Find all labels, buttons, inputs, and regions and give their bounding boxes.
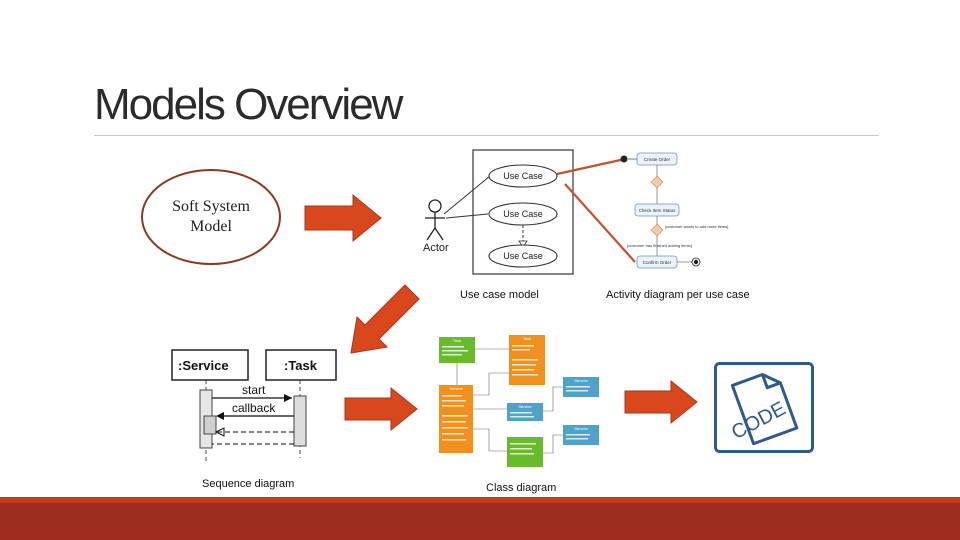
svg-text:Service: Service	[449, 386, 463, 391]
class-diagram: Task Task Service Service Service Servic…	[439, 335, 599, 467]
svg-text:Task: Task	[523, 336, 531, 341]
use-case-label: Use Case	[503, 251, 543, 261]
use-case-caption: Use case model	[460, 289, 539, 301]
svg-text:[customer has finished adding: [customer has finished adding items]	[627, 243, 692, 248]
svg-text:Confirm Order: Confirm Order	[643, 260, 672, 265]
message-start-label: start	[242, 383, 266, 397]
svg-text:Service: Service	[574, 378, 588, 383]
use-case-ellipse	[488, 244, 558, 268]
right-arrow-2	[344, 386, 418, 432]
use-case-ellipse	[488, 164, 558, 188]
sequence-caption: Sequence diagram	[202, 478, 295, 490]
class-caption: Class diagram	[486, 482, 557, 494]
footer-accent-line	[0, 497, 960, 503]
lifeline-service-label: :Service	[178, 358, 229, 373]
slide-title: Models Overview	[94, 80, 403, 129]
right-arrow-3	[624, 379, 698, 425]
title-divider	[94, 135, 879, 136]
actor-figure	[425, 199, 445, 241]
down-left-arrow	[350, 284, 420, 354]
use-case-diagram: Actor Use Case Use Case Use Case	[423, 149, 636, 275]
activity-diagram: Create Order Check Item Status [customer…	[620, 152, 728, 269]
svg-text:Service: Service	[574, 426, 588, 431]
right-arrow-1	[304, 193, 382, 243]
sequence-diagram: :Service :Task start callback	[171, 349, 337, 464]
use-case-label: Use Case	[503, 171, 543, 181]
lifeline-service-box	[171, 349, 249, 381]
lifeline-task-box	[265, 349, 337, 381]
lifeline-task-label: :Task	[284, 358, 318, 373]
class-box	[507, 437, 543, 467]
svg-text:Task: Task	[453, 338, 461, 343]
use-case-label: Use Case	[503, 209, 543, 219]
code-file-icon: CODE	[714, 362, 814, 453]
footer-band	[0, 497, 960, 540]
message-callback-label: callback	[232, 401, 276, 415]
svg-text:Service: Service	[518, 404, 532, 409]
actor-label: Actor	[423, 242, 449, 254]
svg-text:[customer wants to add more it: [customer wants to add more items]	[665, 224, 728, 229]
svg-text:Check Item Status: Check Item Status	[639, 208, 677, 213]
activity-caption: Activity diagram per use case	[606, 289, 750, 301]
svg-text:Create Order: Create Order	[644, 157, 671, 162]
